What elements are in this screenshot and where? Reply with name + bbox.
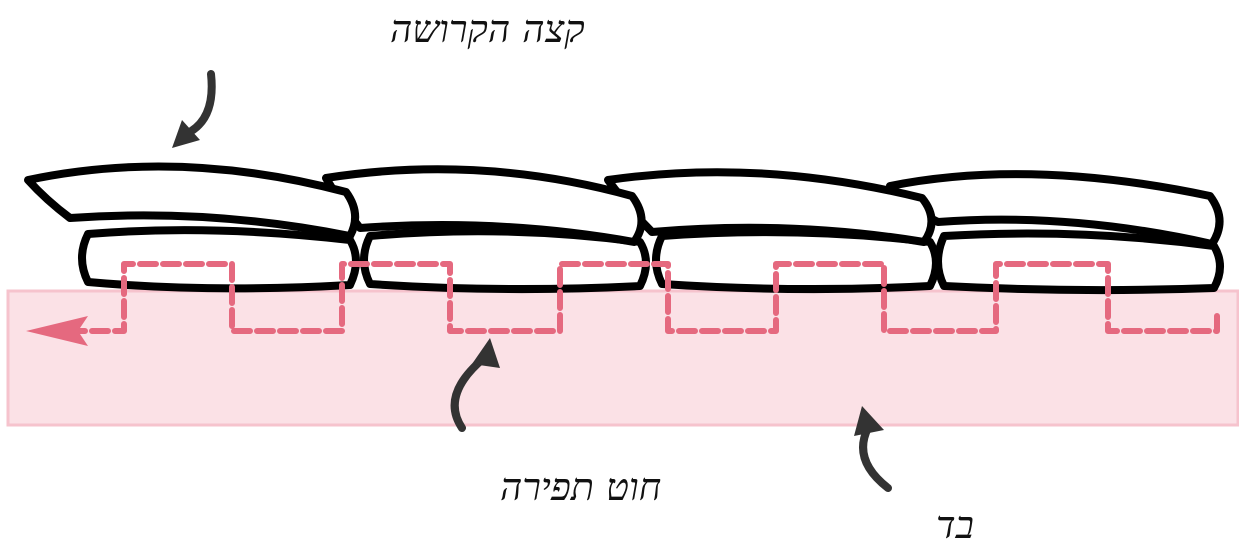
- arrowhead-icon: [26, 316, 88, 346]
- crochet-stitches-upper-row: [24, 162, 1224, 248]
- curved-arrow-icon: [172, 70, 216, 148]
- fabric-strip: [6, 289, 1239, 427]
- label-crochet-edge: קצה הקרושה: [390, 7, 585, 51]
- stitch-upper-2: [322, 165, 646, 246]
- curved-arrow-icon: [854, 406, 892, 492]
- pointer-arrows: [172, 70, 892, 492]
- label-fabric: בד: [936, 503, 974, 543]
- sewing-thread: [69, 261, 1220, 334]
- stitch-upper-1: [24, 162, 360, 240]
- stitch-lower-1: [78, 226, 360, 293]
- crochet-stitches-lower-row: [78, 226, 1224, 295]
- stitch-lower-2: [360, 227, 650, 294]
- label-sewing-thread: חוט תפירה: [500, 465, 661, 509]
- stitch-upper-4: [886, 170, 1224, 248]
- curved-arrow-icon: [450, 338, 500, 432]
- stitch-upper-3: [604, 168, 936, 246]
